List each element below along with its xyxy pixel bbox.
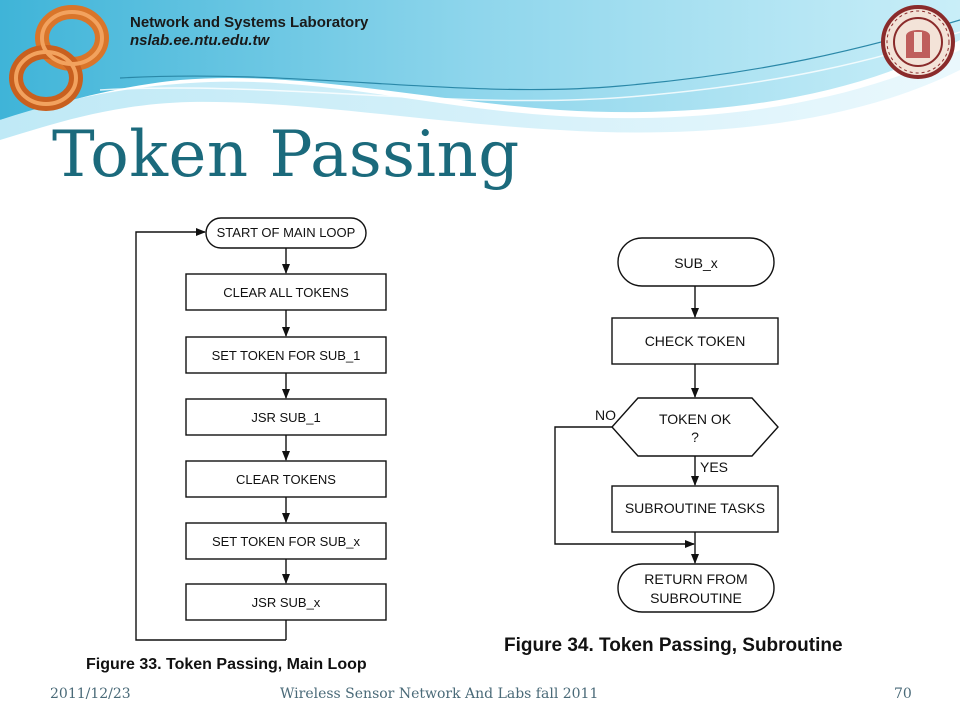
step-label-1: CLEAR ALL TOKENS <box>223 285 349 300</box>
check-token-box <box>611 317 779 365</box>
footer-course: Wireless Sensor Network And Labs fall 20… <box>280 686 599 702</box>
subroutine-flowchart <box>554 237 779 613</box>
sub-start-label: SUB_x <box>674 255 718 271</box>
ntu-seal-icon <box>881 5 955 79</box>
step-label-6: JSR SUB_x <box>252 595 321 610</box>
step-label-3: JSR SUB_1 <box>251 410 320 425</box>
nslab-logo-icon <box>9 5 109 111</box>
step-label-2: SET TOKEN FOR SUB_1 <box>212 348 361 363</box>
decision-label-line1: TOKEN OK <box>659 411 732 427</box>
tasks-label: SUBROUTINE TASKS <box>625 500 765 516</box>
header-wave-background <box>0 0 960 140</box>
step-box-6 <box>185 583 387 621</box>
no-label: NO <box>595 407 616 423</box>
lab-name: Network and Systems Laboratory <box>130 14 369 31</box>
check-token-label: CHECK TOKEN <box>645 333 746 349</box>
page-title: Token Passing <box>52 118 520 192</box>
start-label: START OF MAIN LOOP <box>217 225 356 240</box>
figure-33-caption: Figure 33. Token Passing, Main Loop <box>86 656 367 673</box>
decision-label-line2: ? <box>691 429 699 445</box>
sub-start-terminal <box>617 237 775 287</box>
return-label-line1: RETURN FROM <box>644 571 747 587</box>
main-loop-flowchart <box>135 217 387 641</box>
step-box-2 <box>185 336 387 374</box>
step-box-5 <box>185 522 387 560</box>
return-terminal <box>617 563 775 613</box>
yes-label: YES <box>700 459 728 475</box>
token-ok-decision <box>611 397 779 457</box>
footer-date: 2011/12/23 <box>50 686 131 702</box>
step-label-4: CLEAR TOKENS <box>236 472 336 487</box>
subroutine-tasks-box <box>611 485 779 533</box>
return-label-line2: SUBROUTINE <box>650 590 742 606</box>
step-box-4 <box>185 460 387 498</box>
loop-back-arrow <box>135 228 286 641</box>
figure-34-caption: Figure 34. Token Passing, Subroutine <box>504 635 843 656</box>
lab-url: nslab.ee.ntu.edu.tw <box>130 32 270 49</box>
no-branch-line <box>554 426 695 548</box>
step-label-5: SET TOKEN FOR SUB_x <box>212 534 361 549</box>
page-number: 70 <box>894 686 912 702</box>
